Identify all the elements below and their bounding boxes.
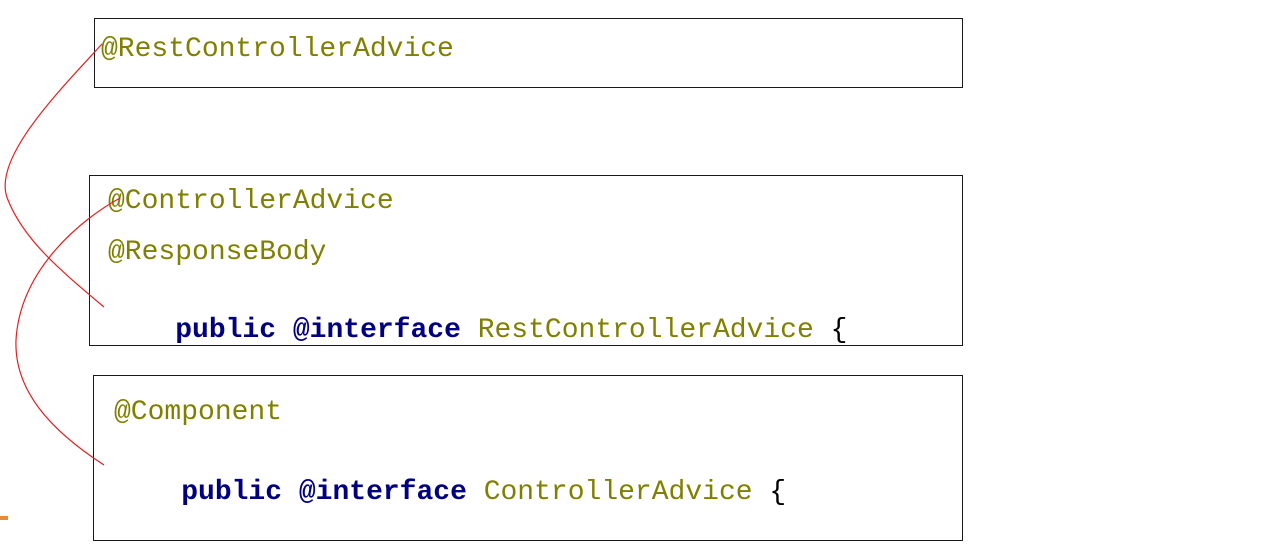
type-name: RestControllerAdvice (477, 315, 814, 346)
rest-controller-advice-declaration-line: public @interface RestControllerAdvice { (108, 286, 847, 376)
rest-controller-advice-box: @RestControllerAdvice (94, 18, 963, 88)
rest-controller-advice-definition-box: @ControllerAdvice @ResponseBody public @… (89, 175, 963, 346)
type-name: ControllerAdvice (483, 477, 753, 508)
controller-advice-definition-box: @Component public @interface ControllerA… (93, 375, 963, 541)
rest-controller-advice-annotation: @RestControllerAdvice (101, 34, 454, 65)
interface-keyword: @interface (298, 477, 467, 508)
component-annotation-line: @Component (114, 397, 283, 428)
corner-marker (0, 516, 8, 520)
response-body-annotation-line: @ResponseBody (108, 237, 327, 268)
controller-advice-annotation-line: @ControllerAdvice (108, 186, 394, 217)
open-brace: { (769, 477, 787, 508)
public-keyword: public (175, 315, 277, 346)
open-brace: { (830, 315, 848, 346)
public-keyword: public (181, 477, 283, 508)
controller-advice-declaration-line: public @interface ControllerAdvice { (114, 448, 786, 538)
interface-keyword: @interface (292, 315, 461, 346)
